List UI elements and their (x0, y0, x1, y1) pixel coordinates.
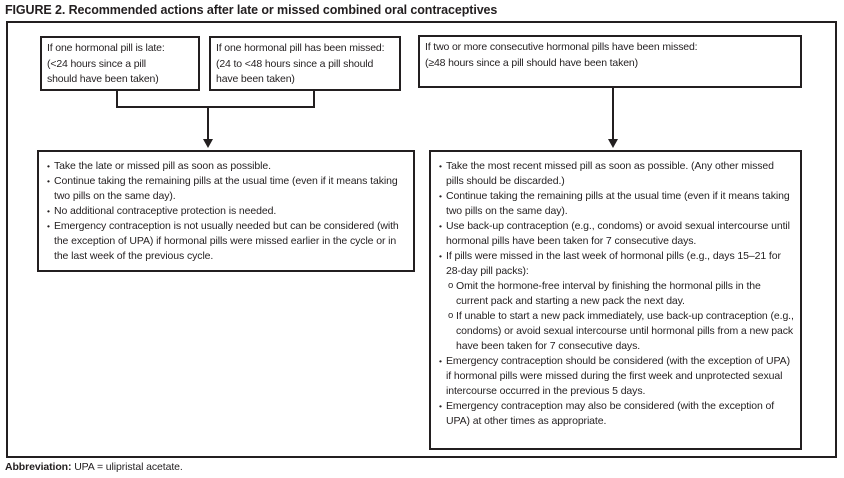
condition-line: (24 to <48 hours since a pill should (216, 57, 374, 70)
action-item: • Continue taking the remaining pills at… (439, 189, 794, 219)
action-item: • No additional contraceptive protection… (47, 204, 407, 219)
condition-line: should have been taken) (47, 73, 159, 85)
action-text: Continue taking the remaining pills at t… (446, 190, 790, 217)
action-item: • Take the most recent missed pill as so… (439, 159, 794, 189)
bullet-icon: • (47, 161, 50, 171)
action-text: Continue taking the remaining pills at t… (54, 175, 398, 202)
action-item: • Take the late or missed pill as soon a… (47, 159, 407, 174)
figure-title: FIGURE 2. Recommended actions after late… (5, 3, 498, 17)
condition-line: (≥48 hours since a pill should have been… (425, 56, 638, 69)
condition-box-late: If one hormonal pill is late: (<24 hours… (40, 36, 200, 91)
action-item: • If pills were missed in the last week … (439, 249, 794, 279)
figure-frame: If one hormonal pill is late: (<24 hours… (6, 21, 837, 458)
sub-bullet-icon: o (448, 280, 454, 291)
condition-line: (<24 hours since a pill (47, 57, 146, 70)
action-text: Emergency contraception may also be cons… (446, 400, 775, 427)
action-text: If unable to start a new pack immediatel… (456, 310, 794, 352)
action-text: Use back-up contraception (e.g., condoms… (446, 220, 790, 247)
condition-line: have been taken) (216, 73, 295, 85)
bullet-icon: • (47, 221, 50, 231)
action-text: Emergency contraception is not usually n… (54, 220, 399, 262)
bullet-icon: • (47, 176, 50, 186)
bullet-icon: • (47, 206, 50, 216)
action-box-late-or-one-missed: • Take the late or missed pill as soon a… (37, 150, 415, 272)
condition-line: If two or more consecutive hormonal pill… (425, 41, 698, 53)
action-item: • Continue taking the remaining pills at… (47, 174, 407, 204)
action-item: • Emergency contraception should be cons… (439, 354, 794, 399)
arrow-down-icon (608, 139, 618, 148)
action-sub-item: o Omit the hormone-free interval by fini… (439, 279, 794, 309)
action-text: Take the late or missed pill as soon as … (54, 160, 271, 172)
action-text: No additional contraceptive protection i… (54, 205, 277, 217)
sub-bullet-icon: o (448, 310, 454, 321)
condition-box-one-missed: If one hormonal pill has been missed: (2… (209, 36, 401, 91)
bullet-icon: • (439, 221, 442, 231)
bullet-icon: • (439, 161, 442, 171)
bullet-icon: • (439, 401, 442, 411)
action-text: Take the most recent missed pill as soon… (446, 160, 774, 187)
action-item: • Use back-up contraception (e.g., condo… (439, 219, 794, 249)
bullet-icon: • (439, 191, 442, 201)
condition-box-two-or-more-missed: If two or more consecutive hormonal pill… (418, 35, 802, 88)
action-text: Omit the hormone-free interval by finish… (456, 280, 761, 307)
footnote-label: Abbreviation: (5, 461, 72, 473)
bullet-icon: • (439, 251, 442, 261)
connector-bracket (116, 106, 315, 108)
connector-stem-left (207, 106, 209, 140)
action-item: • Emergency contraception may also be co… (439, 399, 794, 429)
condition-line: If one hormonal pill has been missed: (216, 42, 385, 54)
footnote: Abbreviation: UPA = ulipristal acetate. (5, 461, 183, 473)
action-sub-item: o If unable to start a new pack immediat… (439, 309, 794, 354)
connector-stem-right (612, 87, 614, 140)
action-text: If pills were missed in the last week of… (446, 250, 781, 277)
arrow-down-icon (203, 139, 213, 148)
action-item: • Emergency contraception is not usually… (47, 219, 407, 264)
action-box-two-or-more-missed: • Take the most recent missed pill as so… (429, 150, 802, 450)
condition-line: If one hormonal pill is late: (47, 42, 165, 54)
connector-leg-left (116, 89, 118, 108)
bullet-icon: • (439, 356, 442, 366)
action-text: Emergency contraception should be consid… (446, 355, 790, 397)
connector-leg-right (313, 89, 315, 108)
footnote-text: UPA = ulipristal acetate. (74, 461, 183, 473)
